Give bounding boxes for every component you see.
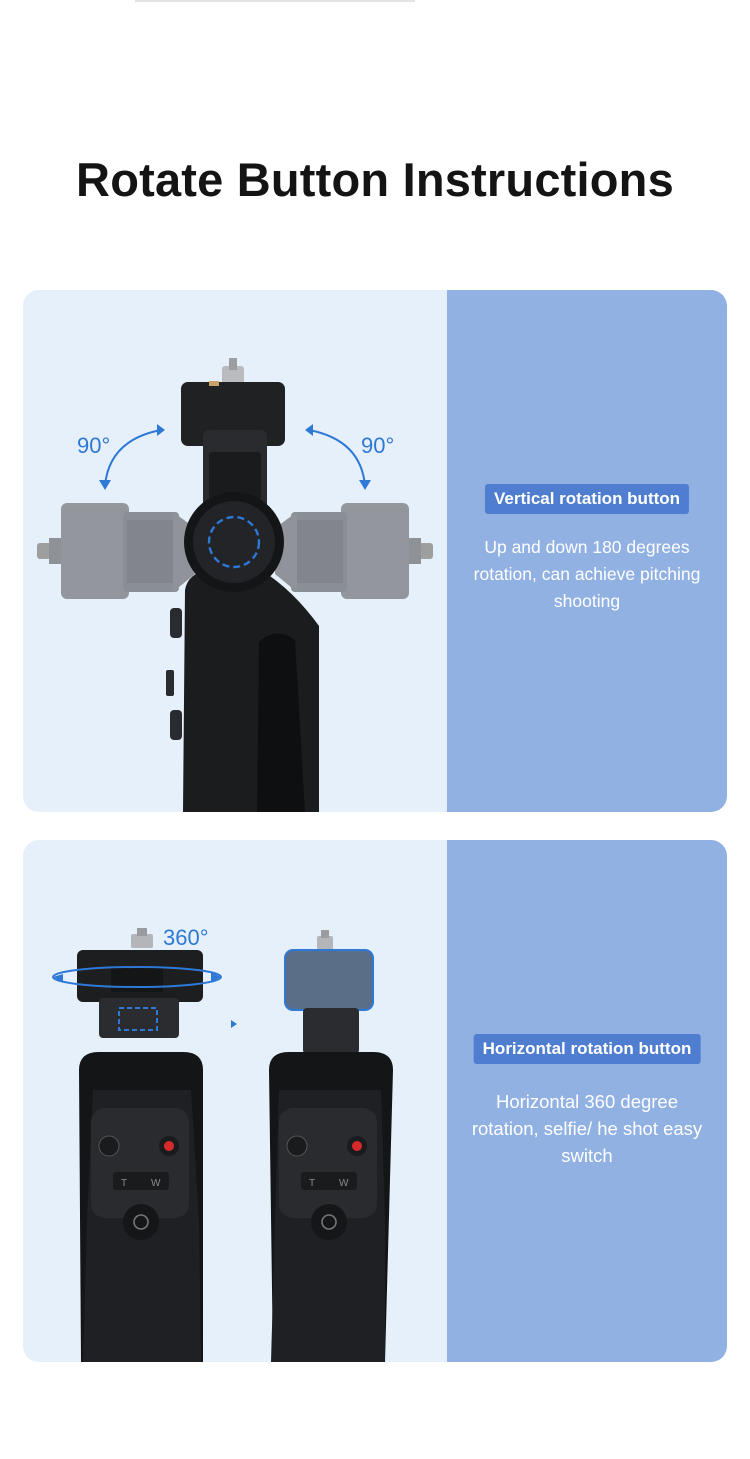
- top-divider: [135, 0, 415, 2]
- horizontal-rotation-section: T W 360°: [23, 840, 727, 1362]
- wide-label-left: W: [151, 1178, 161, 1189]
- rotation-arrow-horizontal: [52, 966, 222, 988]
- rotation-arrow-right: [308, 429, 366, 487]
- angle-label-right: 90°: [361, 433, 394, 458]
- horizontal-rotation-badge: Horizontal rotation button: [473, 1034, 701, 1064]
- page-title: Rotate Button Instructions: [76, 153, 674, 206]
- horizontal-rotation-illustration: T W 360°: [23, 840, 447, 1362]
- wide-label-right: W: [339, 1178, 349, 1189]
- ghost-mount-left: [37, 503, 195, 599]
- vertical-rotation-description: Up and down 180 degrees rotation, can ac…: [473, 537, 701, 611]
- rotation-arrow-left: [104, 429, 162, 487]
- tripod-grip: [166, 570, 319, 812]
- angle-label-left: 90°: [77, 433, 110, 458]
- vertical-rotation-illustration: 90° 90°: [23, 290, 447, 812]
- vertical-rotation-section: 90° 90° Vertical rotation button Up and …: [23, 290, 727, 812]
- angle-label-360: 360°: [163, 925, 209, 950]
- tele-label-left: T: [121, 1178, 127, 1189]
- vertical-rotation-badge: Vertical rotation button: [484, 484, 690, 514]
- tele-label-right: T: [309, 1178, 315, 1189]
- horizontal-rotation-description: Horizontal 360 degree rotation, selfie/ …: [471, 1091, 703, 1166]
- vertical-rotation-info: Vertical rotation button Up and down 180…: [447, 290, 727, 812]
- horizontal-rotation-info: Horizontal rotation button Horizontal 36…: [447, 840, 727, 1362]
- tripod-grip-left: T W: [77, 928, 203, 1362]
- transition-arrow: [231, 1020, 237, 1028]
- tripod-grip-right: T W: [269, 930, 393, 1362]
- ghost-mount-right: [275, 503, 433, 599]
- vertical-rotation-knob: [184, 492, 284, 592]
